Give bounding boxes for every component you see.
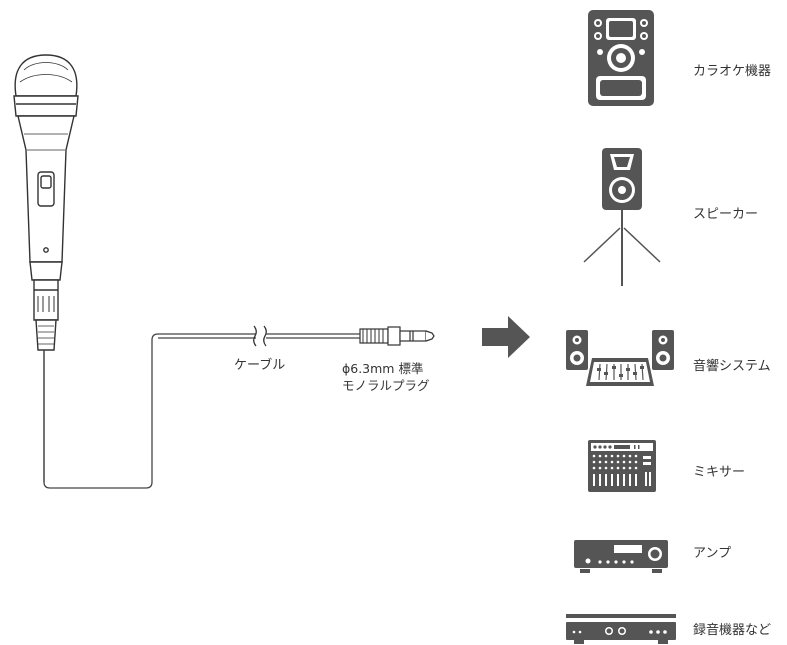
- plug-label: ϕ6.3mm 標準 モノラルプラグ: [342, 360, 430, 394]
- mixer-icon: [588, 440, 656, 492]
- sound-system-icon: [566, 330, 674, 386]
- plug-label-line1: ϕ6.3mm 標準: [342, 361, 424, 376]
- phone-plug-icon: [359, 326, 435, 346]
- device-label-sound-system: 音響システム: [693, 359, 771, 374]
- amplifier-icon: [574, 540, 668, 573]
- device-label-amplifier: アンプ: [693, 546, 732, 561]
- device-label-speaker: スピーカー: [693, 207, 759, 222]
- device-label-mixer: ミキサー: [693, 465, 746, 480]
- arrow-right-icon: [482, 316, 530, 358]
- karaoke-machine-icon: [588, 10, 654, 106]
- recorder-icon: [566, 614, 676, 644]
- device-label-karaoke: カラオケ機器: [693, 64, 772, 79]
- speaker-on-stand-icon: [583, 148, 661, 286]
- device-label-recorder: 録音機器など: [693, 623, 772, 638]
- cable-line: [43, 325, 360, 489]
- plug-label-line2: モノラルプラグ: [342, 378, 430, 393]
- cable-label: ケーブル: [234, 358, 286, 373]
- microphone-icon: [13, 54, 79, 351]
